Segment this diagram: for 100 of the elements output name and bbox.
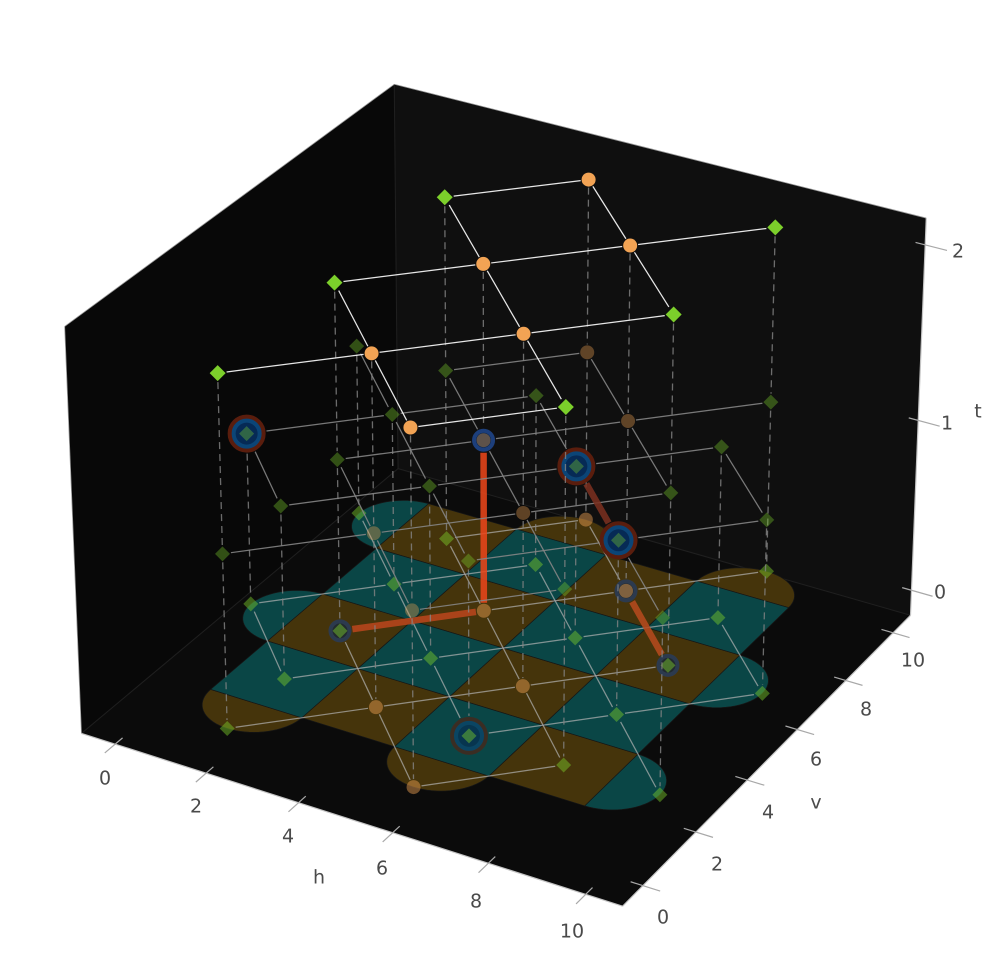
dashed-edge xyxy=(762,528,768,685)
diamond-marker xyxy=(528,388,544,404)
graph-edge xyxy=(527,340,562,400)
graph-edge xyxy=(638,572,758,590)
dashed-edge xyxy=(445,379,448,530)
graph-edge xyxy=(439,638,567,658)
diamond-marker xyxy=(556,758,572,773)
graph-edge xyxy=(530,666,656,686)
graph-edge xyxy=(374,360,408,421)
graph-edge xyxy=(397,591,428,651)
thick-edge xyxy=(352,608,476,632)
graph-edge xyxy=(449,378,478,430)
dashed-edge xyxy=(334,292,338,452)
graph-edge xyxy=(340,466,371,526)
graph-edge xyxy=(531,315,665,334)
tick-label: 6 xyxy=(376,860,388,878)
graph-edge xyxy=(346,441,472,460)
dashed-edge xyxy=(670,324,674,484)
diamond-marker xyxy=(754,686,770,701)
graph-edge xyxy=(638,520,758,538)
tick-label: 10 xyxy=(900,652,926,670)
tick-label: 2 xyxy=(952,242,964,262)
diamond-marker xyxy=(568,458,584,474)
graph-edge xyxy=(496,421,620,440)
dashed-edge xyxy=(563,598,566,757)
dashed-edge xyxy=(616,560,619,706)
graph-edge xyxy=(420,590,556,610)
graph-edge xyxy=(454,520,578,538)
graph-edge xyxy=(289,486,422,506)
tick-label: 10 xyxy=(560,922,584,942)
graph-edge xyxy=(254,451,278,499)
diamond-marker xyxy=(349,338,364,354)
dashed-edge xyxy=(717,455,722,610)
graph-edge xyxy=(725,454,763,514)
dashed-edge xyxy=(392,423,395,576)
graph-edge xyxy=(362,520,391,577)
graph-edge xyxy=(592,186,626,240)
dashed-edge xyxy=(766,410,772,563)
graph-edge xyxy=(488,450,520,506)
graph-edge xyxy=(526,692,560,758)
circle-marker xyxy=(580,345,594,360)
dashed-edge xyxy=(668,501,672,653)
dashed-edge xyxy=(246,454,252,596)
tick-label: 0 xyxy=(98,770,112,788)
graph-edge xyxy=(491,246,622,264)
graph-edge xyxy=(434,666,461,718)
graph-edge xyxy=(583,618,710,638)
graph-edge xyxy=(236,708,368,728)
tick-label: 6 xyxy=(810,750,822,770)
circle-marker xyxy=(476,604,491,618)
dashed-edge xyxy=(371,361,374,526)
tick-label: 8 xyxy=(860,700,872,720)
circle-marker xyxy=(405,603,420,618)
diamond-marker xyxy=(239,426,254,442)
diamond-marker xyxy=(759,564,774,579)
circle-marker xyxy=(582,172,596,187)
tick-label: 4 xyxy=(762,804,774,822)
graph-edge xyxy=(266,415,384,432)
graph-edge xyxy=(378,714,411,780)
diamond-marker xyxy=(462,728,476,744)
graph-edge xyxy=(624,694,754,714)
graph-edge xyxy=(628,557,660,611)
circle-marker xyxy=(578,512,593,527)
diamond-marker xyxy=(332,623,348,638)
dashed-edge xyxy=(373,541,376,700)
diamond-marker xyxy=(273,498,288,514)
graph-edge xyxy=(384,686,515,707)
graph-edge xyxy=(632,428,667,486)
graph-edge xyxy=(400,396,528,414)
tick-label: 1 xyxy=(940,414,954,434)
axis-label: t xyxy=(974,402,982,422)
diamond-marker xyxy=(460,553,476,568)
diamond-marker xyxy=(557,582,572,597)
diamond-marker xyxy=(422,478,437,494)
graph-edge xyxy=(292,658,422,678)
graph-edge xyxy=(450,546,481,604)
graph-edge xyxy=(360,353,389,408)
graph-edge xyxy=(396,422,426,479)
diamond-marker xyxy=(210,365,226,382)
graph-edge xyxy=(454,352,580,370)
dashed-edge xyxy=(564,416,566,581)
graph-edge xyxy=(379,334,516,353)
tick-label: 4 xyxy=(282,828,294,846)
thick-edge xyxy=(629,600,665,656)
circle-marker xyxy=(476,256,490,271)
diamond-marker xyxy=(759,512,774,528)
diamond-marker xyxy=(558,399,574,416)
graph-edge xyxy=(638,228,766,246)
diamond-marker xyxy=(609,707,624,722)
diamond-marker xyxy=(714,439,730,454)
circle-marker xyxy=(516,326,531,341)
diamond-marker xyxy=(666,306,682,323)
graph-edge xyxy=(636,402,762,421)
circle-marker xyxy=(621,414,636,428)
tick-label: 0 xyxy=(656,908,670,928)
tick-label: 8 xyxy=(470,892,482,912)
thick-edge xyxy=(583,482,612,525)
circle-marker xyxy=(364,346,379,360)
diamond-marker xyxy=(423,650,438,666)
diamond-marker xyxy=(436,189,453,206)
